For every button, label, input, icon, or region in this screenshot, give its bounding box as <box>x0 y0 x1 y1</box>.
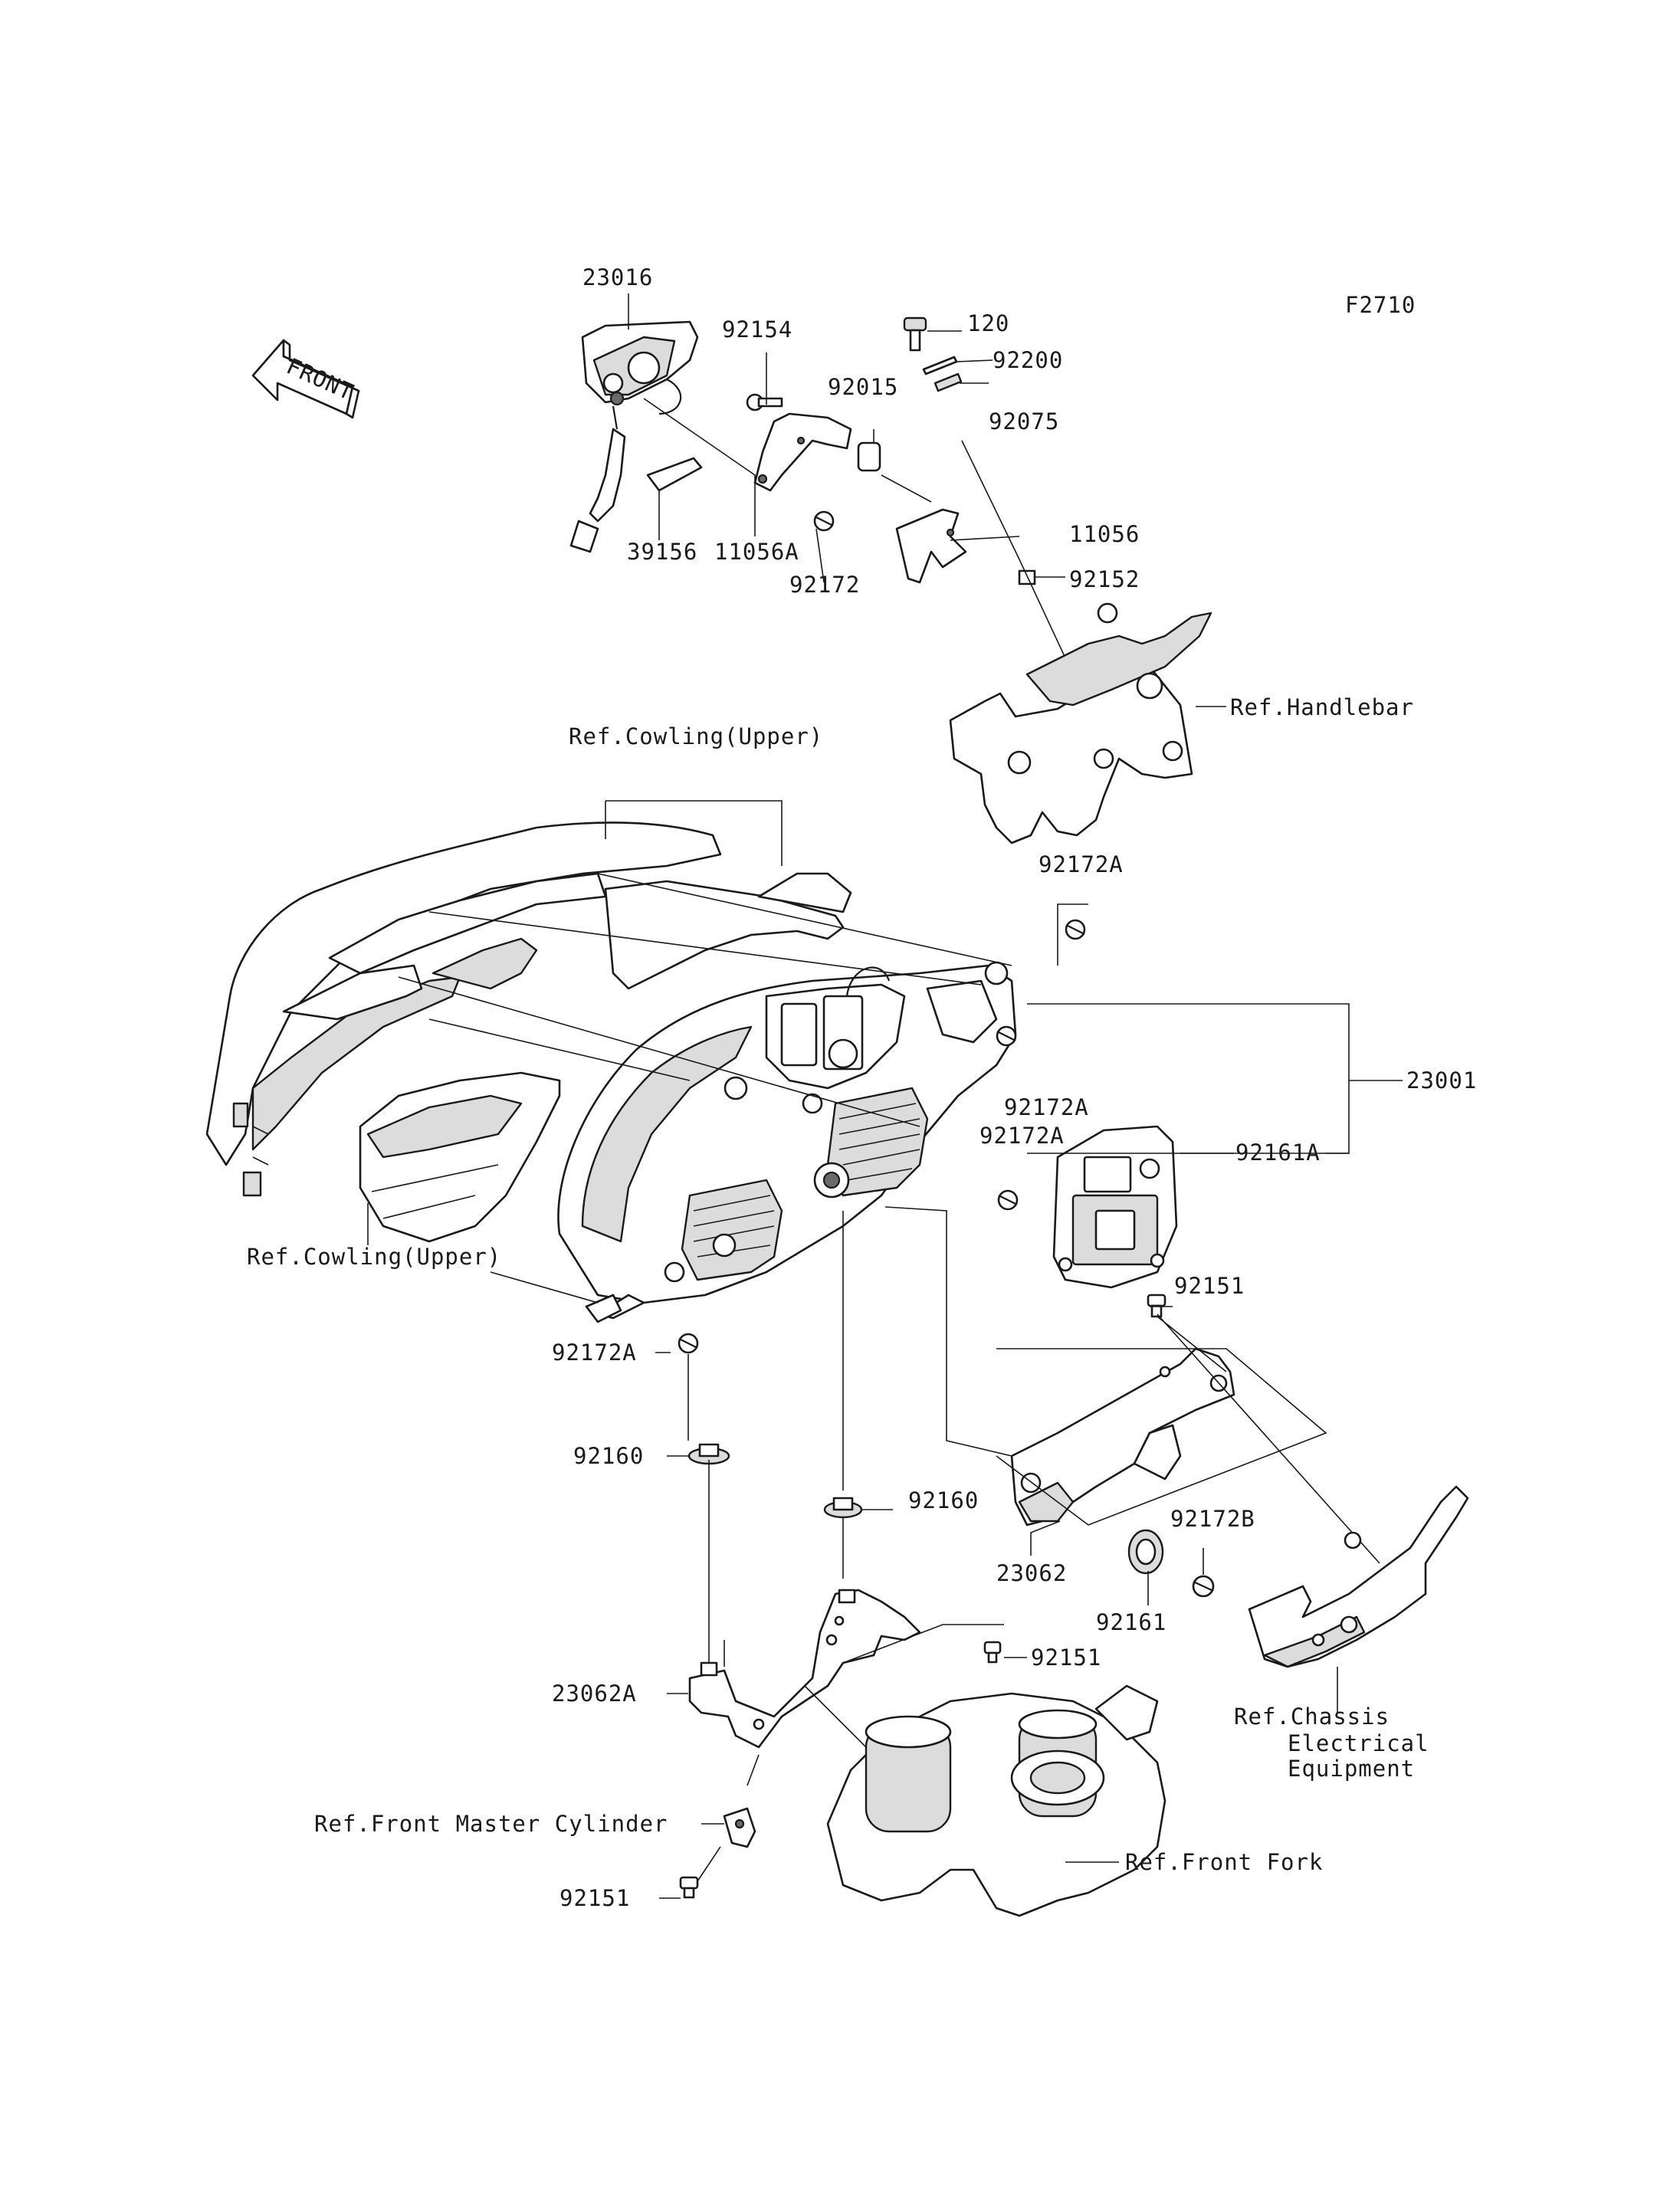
handlebar-ref-part <box>949 602 1226 844</box>
headlight-unit-23001 <box>398 873 1017 1323</box>
chassis-electrical-ref-part <box>1248 1485 1469 1713</box>
screws-92172A <box>678 919 1086 1354</box>
label-92172A-3: 92172A <box>979 1123 1065 1149</box>
label-39156: 39156 <box>627 539 697 565</box>
label-ref-chassis-line2: Electrical <box>1288 1730 1429 1756</box>
label-92200: 92200 <box>993 347 1063 373</box>
label-11056: 11056 <box>1069 521 1140 547</box>
label-23062A: 23062A <box>552 1681 637 1707</box>
label-92172: 92172 <box>789 572 860 598</box>
label-92172A-1: 92172A <box>1039 851 1124 877</box>
label-92161A: 92161A <box>1235 1139 1321 1166</box>
label-92152: 92152 <box>1069 566 1140 592</box>
label-23001: 23001 <box>1406 1067 1477 1094</box>
label-92015: 92015 <box>828 374 898 400</box>
label-92151-2: 92151 <box>1031 1644 1101 1671</box>
label-92160-2: 92160 <box>908 1487 979 1513</box>
label-ref-handlebar: Ref.Handlebar <box>1230 694 1414 720</box>
label-11056A: 11056A <box>714 539 799 565</box>
figure-code: F2710 <box>1345 292 1416 318</box>
label-ref-front-master-cylinder: Ref.Front Master Cylinder <box>314 1811 668 1837</box>
bracket-23062 <box>884 1003 1380 1598</box>
label-92154: 92154 <box>722 316 792 343</box>
front-fork-ref-part <box>679 1684 1166 1917</box>
label-92160-1: 92160 <box>573 1443 644 1469</box>
label-120: 120 <box>967 310 1009 336</box>
label-92172B: 92172B <box>1170 1506 1255 1532</box>
label-92151-1: 92151 <box>1174 1273 1245 1299</box>
label-92172A-4: 92172A <box>552 1340 637 1366</box>
cover-92161A <box>1052 1125 1178 1289</box>
bracket-23062A <box>688 1589 1004 1786</box>
label-92172A-2: 92172A <box>1004 1094 1089 1120</box>
label-ref-cowling-upper-top: Ref.Cowling(Upper) <box>569 723 823 749</box>
label-23016: 23016 <box>582 264 653 290</box>
label-23062: 23062 <box>996 1560 1067 1586</box>
label-92161: 92161 <box>1096 1609 1166 1635</box>
label-92151-3: 92151 <box>559 1885 630 1911</box>
front-arrow-icon: FRONT <box>251 339 360 419</box>
label-92075: 92075 <box>989 408 1059 434</box>
cowling-upper-part <box>205 821 852 1243</box>
leader-lines <box>367 293 1403 1899</box>
label-ref-cowling-upper-left: Ref.Cowling(Upper) <box>247 1244 501 1270</box>
part-labels: F2710 23016 92154 92015 120 92200 92075 … <box>247 264 1477 1911</box>
label-ref-chassis-line3: Equipment <box>1288 1756 1415 1782</box>
switch-assembly-23016 <box>569 316 1074 675</box>
grommets-92160 <box>687 1211 863 1671</box>
label-ref-front-fork: Ref.Front Fork <box>1125 1849 1323 1875</box>
label-ref-chassis-line1: Ref.Chassis <box>1234 1703 1390 1730</box>
